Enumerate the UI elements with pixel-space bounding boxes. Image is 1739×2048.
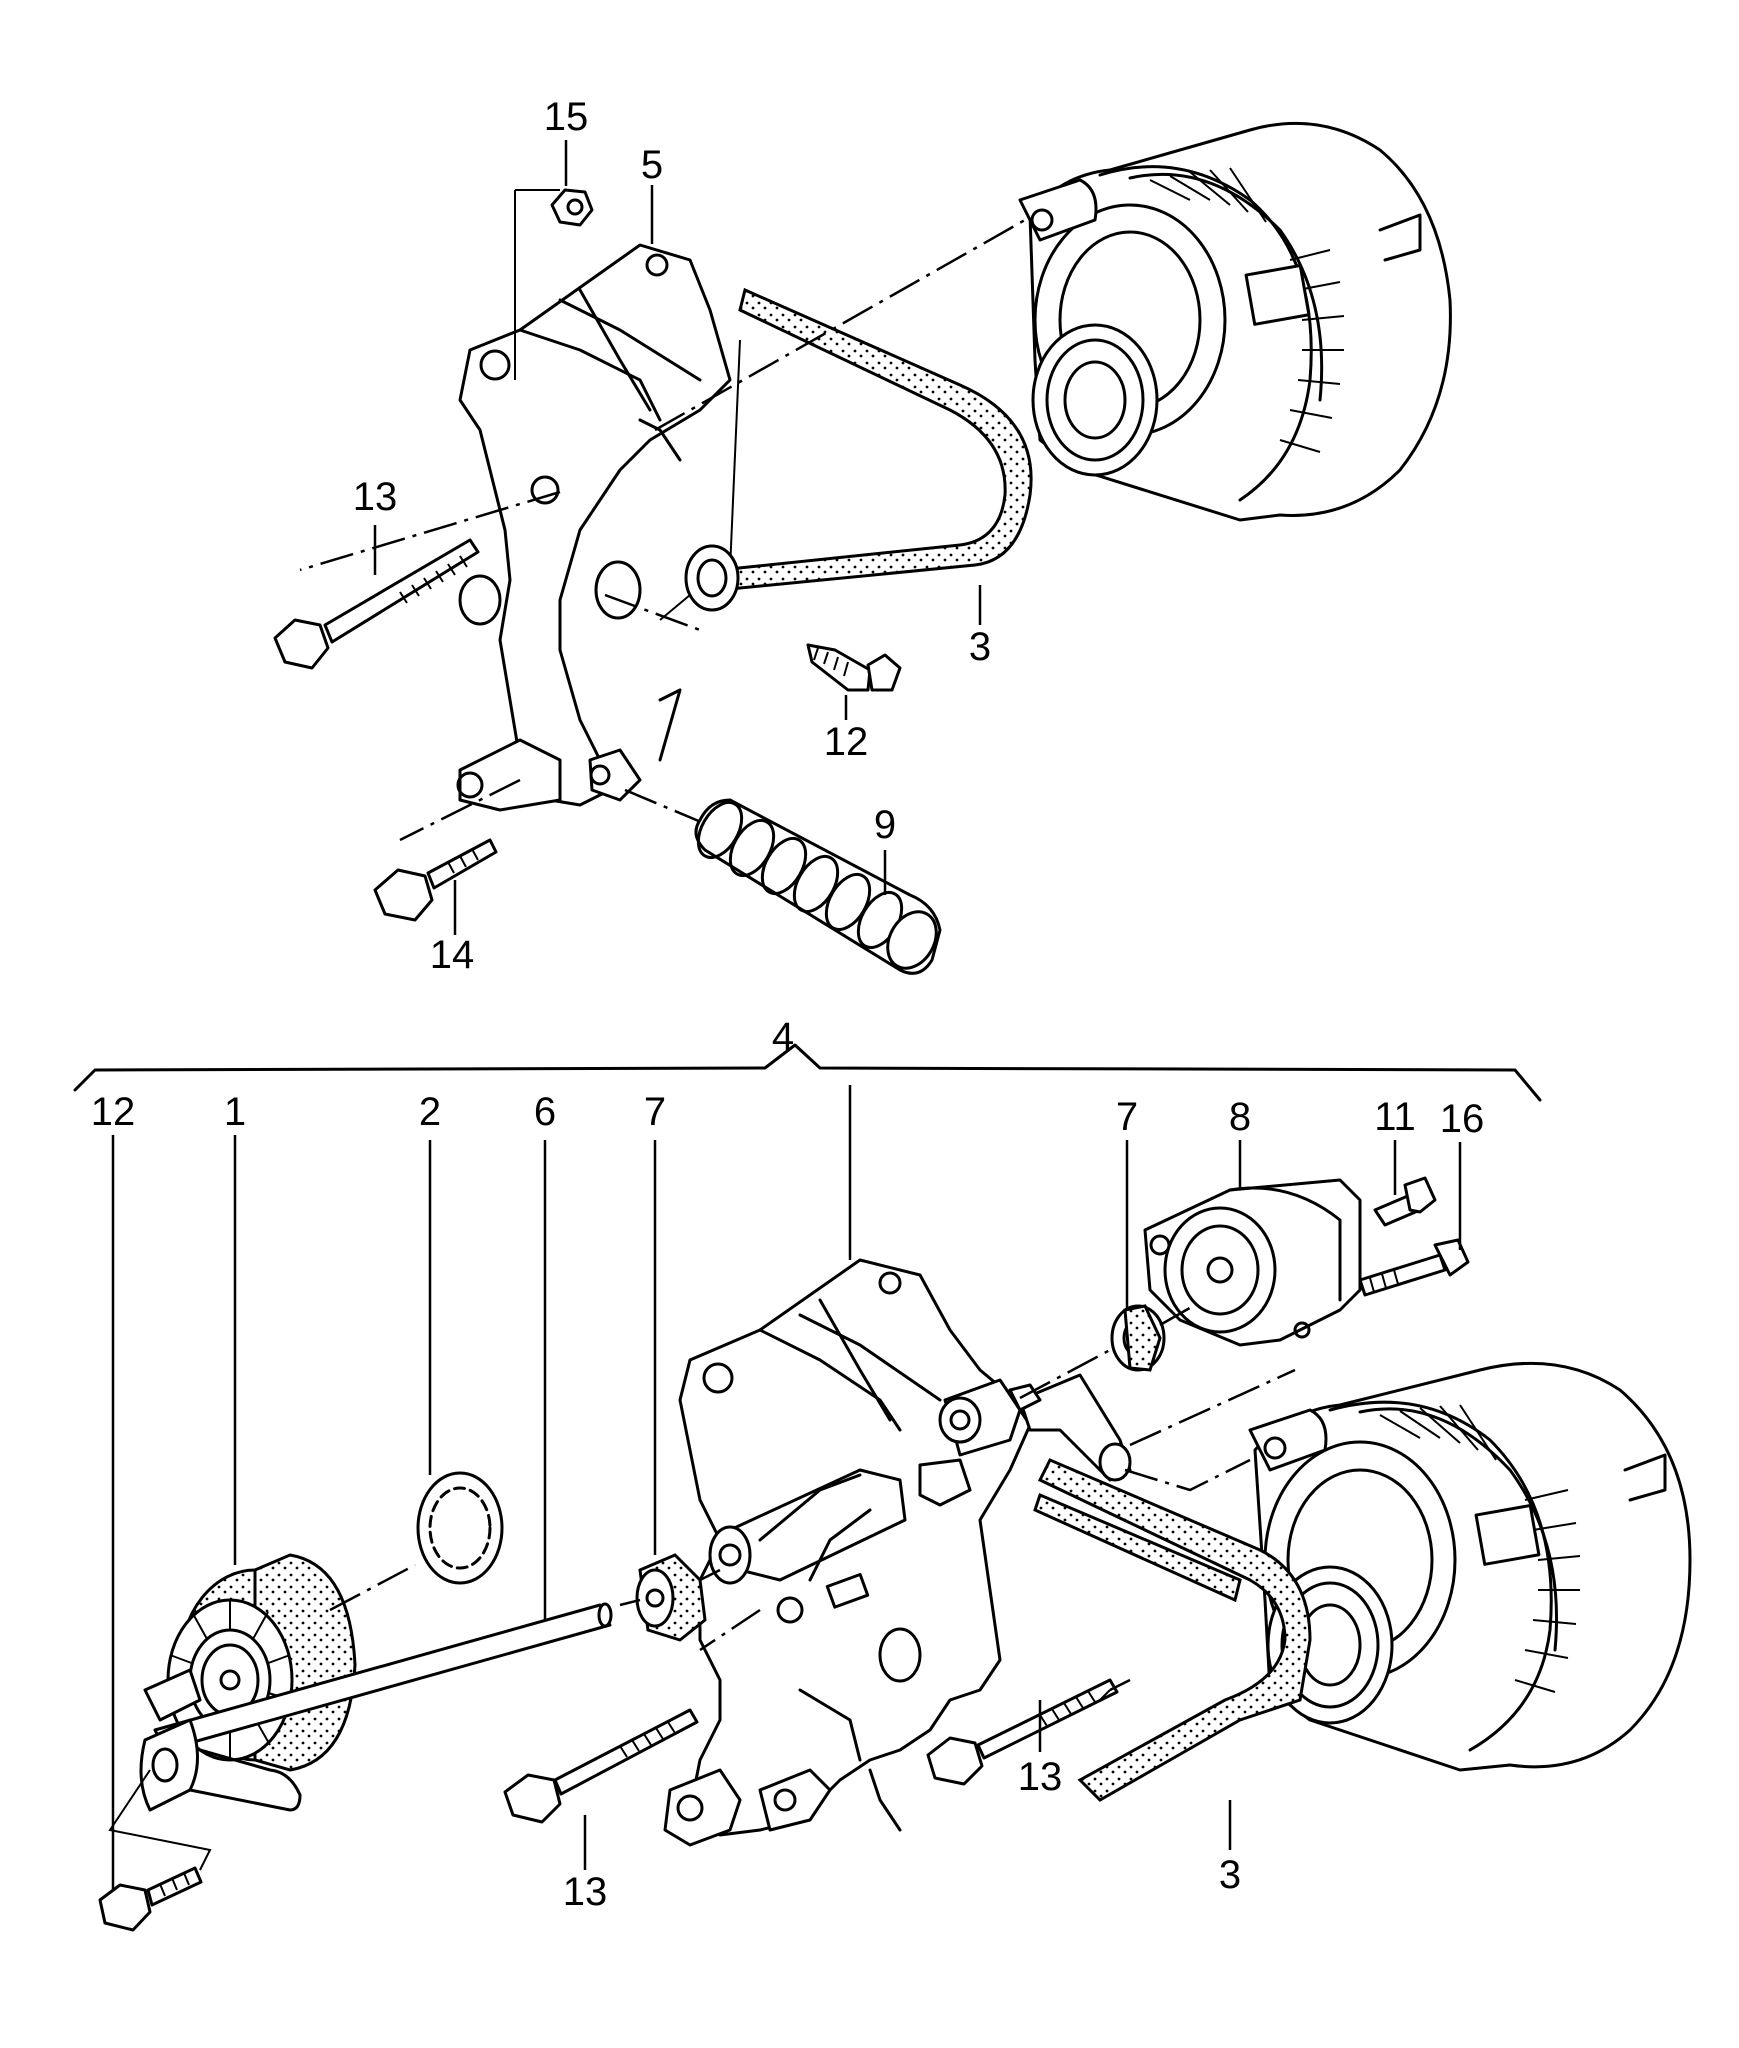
group-bracket-4: [73, 1043, 1542, 1102]
alternator-bottom: [1248, 1361, 1692, 1772]
damper-8: [1143, 1178, 1362, 1347]
cover-plate-2: [416, 1471, 504, 1585]
callout-13: 13: [1018, 1755, 1063, 1799]
callout-1: 1: [224, 1090, 246, 1134]
callout-7: 7: [644, 1090, 666, 1134]
assembly-lines-top: [299, 189, 1026, 842]
washer-top: [684, 544, 740, 612]
leader-lines: [111, 140, 1462, 1890]
callout-6: 6: [534, 1090, 556, 1134]
callout-9: 9: [874, 803, 896, 847]
assembly-lines-bottom: [108, 1303, 1296, 1871]
spacer-bracket: [139, 1668, 302, 1812]
bolt-13-top: [273, 538, 480, 670]
callout-12: 12: [91, 1090, 136, 1134]
bracket-4-main: [663, 1258, 1032, 1847]
callout-7: 7: [1116, 1095, 1138, 1139]
callout-3: 3: [1219, 1853, 1241, 1897]
bolt-13-bottom-right: [926, 1678, 1119, 1786]
callout-12: 12: [824, 720, 869, 764]
callout-8: 8: [1229, 1095, 1251, 1139]
nut-15: [550, 188, 594, 227]
bolt-11: [1373, 1176, 1437, 1227]
bolt-14: [373, 838, 498, 922]
belt-3-bottom: [1033, 1458, 1312, 1802]
callout-15: 15: [544, 95, 589, 139]
callout-4: 4: [772, 1015, 794, 1059]
callout-3: 3: [969, 625, 991, 669]
callout-2: 2: [419, 1090, 441, 1134]
callout-13: 13: [563, 1870, 608, 1914]
bolt-16: [1358, 1238, 1470, 1297]
bolt-12-bottom: [98, 1866, 203, 1932]
alternator-top: [1018, 121, 1452, 522]
callout-11: 11: [1374, 1095, 1416, 1139]
callout-14: 14: [430, 933, 475, 977]
callout-13: 13: [353, 475, 398, 519]
callout-16: 16: [1440, 1097, 1485, 1141]
bolt-13-bottom-left: [503, 1708, 699, 1824]
belt-3-top: [718, 287, 1033, 592]
callout-5: 5: [641, 143, 663, 187]
bearing-7-right: [1110, 1304, 1166, 1372]
spring-9: [694, 798, 942, 975]
bolt-12-top: [806, 643, 902, 692]
tensioner-link: [1008, 1373, 1132, 1482]
callout-labels: 15 5 13 3 12 9 14 4 12 1 2 6 7 7 8 11 16…: [91, 95, 1485, 1914]
bushing-7-left: [635, 1553, 707, 1642]
bracket-5: [456, 243, 732, 812]
